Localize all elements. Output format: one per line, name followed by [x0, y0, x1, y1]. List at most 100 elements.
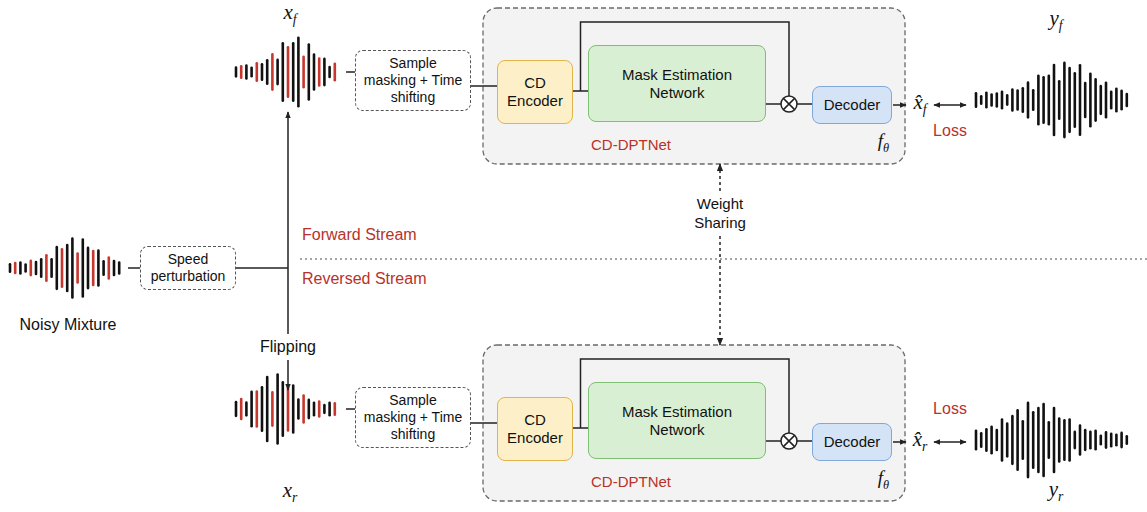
waveform-bar	[9, 264, 12, 271]
waveform-bar	[1006, 95, 1009, 104]
waveform-bar	[1027, 403, 1030, 477]
multiply-symbol	[781, 433, 797, 449]
network-name: CD-DPTNet	[591, 473, 671, 491]
signal-name: xr	[283, 478, 298, 506]
box-label: Mask Estimation Network	[595, 66, 759, 102]
waveform-bar	[250, 392, 253, 426]
waveform-bar	[245, 66, 248, 79]
signal-name: x̂f	[913, 90, 926, 118]
waveform-bar	[995, 430, 998, 450]
waveform-bar	[1021, 421, 1024, 459]
waveform-bar	[307, 400, 310, 418]
mask-network-box: Mask Estimation Network	[588, 45, 766, 122]
waveform-bar	[108, 257, 111, 278]
waveform-bar	[1048, 422, 1051, 457]
waveform-bar	[302, 57, 305, 88]
waveform-bar	[271, 54, 274, 89]
waveform-bar	[87, 248, 90, 288]
waveform-bar	[313, 403, 316, 415]
waveform-bar	[14, 263, 17, 273]
waveform-bar	[1089, 74, 1092, 126]
waveform-bar	[1074, 73, 1077, 126]
waveform-bar	[24, 265, 27, 272]
waveform-bar	[318, 401, 321, 416]
mixture-line	[128, 267, 140, 269]
waveform-bar	[235, 68, 238, 77]
waveform-bar	[1094, 431, 1097, 450]
waveform-bar	[76, 254, 79, 283]
waveform-bar	[55, 247, 58, 289]
waveform-bar	[1032, 412, 1035, 467]
waveform-bar	[1084, 83, 1087, 117]
waveform-bar	[1011, 89, 1014, 110]
stream-label: Reversed Stream	[302, 270, 427, 288]
network-group: CD-DPTNetfθCD EncoderMask Estimation Net…	[483, 8, 905, 164]
encoder-box: CD Encoder	[497, 60, 573, 124]
weight-sharing-arrow	[719, 164, 721, 345]
box-label: Sample masking + Time shifting	[362, 55, 464, 105]
waveform-bar	[323, 405, 326, 413]
waveform-bar	[323, 59, 326, 85]
waveform-bar	[1011, 416, 1014, 464]
encoder-box: CD Encoder	[497, 397, 573, 461]
waveform-bar	[1053, 65, 1056, 135]
waveform-bar	[995, 94, 998, 107]
output-arrow	[893, 104, 906, 106]
waveform-bar	[1037, 76, 1040, 124]
waveform-bar	[66, 245, 69, 291]
waveform-bar	[297, 400, 300, 419]
network-group: CD-DPTNetfθCD EncoderMask Estimation Net…	[483, 345, 905, 501]
waveform-bar	[1110, 434, 1113, 446]
waveform-bar	[1042, 404, 1045, 476]
waveform-bar	[266, 377, 269, 441]
waveform-bar	[307, 45, 310, 100]
waveform-bar	[292, 386, 295, 433]
waveform-bar	[276, 60, 279, 84]
waveform-bar	[1094, 79, 1097, 120]
waveform-bar	[240, 66, 243, 77]
function-symbol: fθ	[878, 130, 889, 156]
waveform-bar	[1006, 424, 1009, 457]
augmentation-box: Sample masking + Time shifting	[355, 50, 471, 111]
waveform-bar	[1058, 81, 1061, 118]
signal-name: yf	[1049, 6, 1062, 34]
input-line	[346, 408, 355, 410]
multiply-symbol	[783, 98, 794, 109]
waveform-bar	[985, 93, 988, 107]
flip-arrow	[287, 360, 289, 390]
waveform-bar	[255, 392, 258, 427]
waveform-bar	[313, 54, 316, 89]
waveform-bar	[1048, 76, 1051, 125]
box-label: Sample masking + Time shifting	[362, 392, 464, 442]
input-label: Noisy Mixture	[20, 316, 117, 334]
waveform-bar	[1063, 63, 1066, 137]
waveform-bar	[990, 427, 993, 453]
waveform-bar	[328, 403, 331, 415]
flow-connector	[471, 85, 497, 87]
waveform-bar	[113, 261, 116, 275]
waveform-bar	[35, 262, 38, 274]
group-outline	[483, 345, 905, 501]
waveform-bar	[975, 431, 978, 449]
loss-label: Loss	[933, 400, 967, 418]
waveform-bar	[333, 403, 336, 414]
waveform-bar	[1110, 92, 1113, 109]
waveform-bar	[975, 93, 978, 106]
waveform-bar	[1001, 92, 1004, 108]
waveform-bar	[82, 240, 85, 297]
waveform-bar	[1089, 432, 1092, 448]
waveform-bar	[1058, 418, 1061, 461]
waveform-bar	[1068, 68, 1071, 132]
augmentation-box: Sample masking + Time shifting	[355, 387, 471, 448]
waveform-bar	[29, 261, 32, 275]
waveform-bar	[1084, 430, 1087, 450]
flow-lines	[128, 72, 966, 442]
waveform-bar	[1068, 419, 1071, 460]
waveform-bar	[50, 259, 53, 276]
stream-divider	[300, 258, 1147, 259]
group-backgrounds	[483, 8, 905, 501]
waveform-bar	[980, 433, 983, 446]
waveform-bar	[235, 402, 238, 416]
waveform-bar	[71, 238, 74, 297]
